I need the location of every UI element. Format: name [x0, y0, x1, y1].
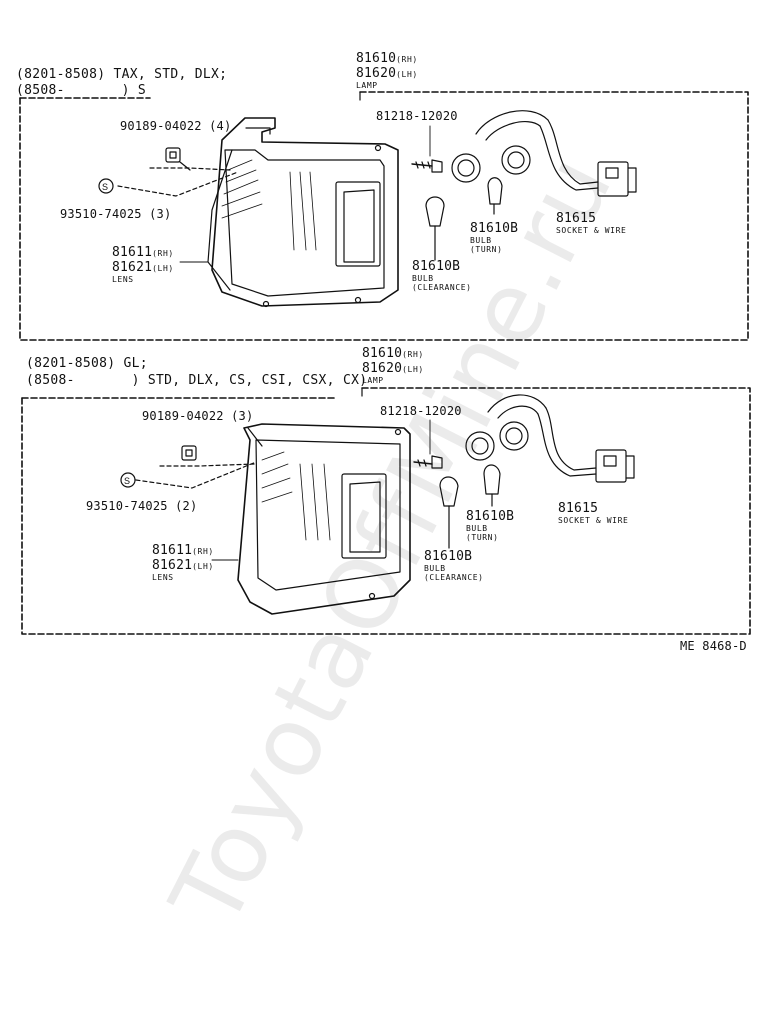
panel-2-lamp-rh-number: 81610 [362, 346, 403, 361]
reference-code: ME 8468-D [680, 639, 747, 653]
panel-1-lamp-lh: 81620(LH) [356, 67, 418, 80]
panel-1-lens-rh-suffix: (RH) [152, 249, 174, 258]
panel-1-screw2-part-number: 93510-74025 (3) [60, 207, 172, 221]
panel-1-lamp-rh: 81610(RH) [356, 52, 418, 65]
panel-2-screw-icon [413, 455, 443, 469]
panel-2-bulb-turn-icon [483, 464, 501, 507]
panel-2-lens-rh: 81611(RH) [152, 544, 214, 557]
panel-1-lens-lh: 81621(LH) [112, 261, 174, 274]
panel-1-frame [19, 91, 749, 341]
panel-1-bulb-clearance-icon [425, 196, 445, 261]
panel-2-lamp-housing [237, 423, 411, 615]
panel-1-bulb-turn-label: BULB [470, 236, 492, 245]
panel-1-header-line-2: (8508- ) S [16, 83, 147, 98]
panel-1-socket-and-wire [451, 110, 637, 197]
panel-1-lens-rh-number: 81611 [112, 245, 153, 260]
panel-1-bulb-turn-sublabel: (TURN) [470, 245, 503, 254]
panel-1-lamp-housing [207, 117, 399, 308]
panel-1-lamp-rh-suffix: (RH) [396, 55, 418, 64]
panel-2-header-line-2: (8508- ) STD, DLX, CS, CSI, CSX, CX) [26, 373, 368, 388]
panel-1-bulb-clearance-label: BULB [412, 274, 434, 283]
panel-2-bulb-turn-sublabel: (TURN) [466, 533, 499, 542]
panel-2-bulb-clearance-label: BULB [424, 564, 446, 573]
panel-2-screw2-part-number: 93510-74025 (2) [86, 499, 198, 513]
panel-2-lens-lh-suffix: (LH) [192, 562, 214, 571]
panel-2-lens-label: LENS [152, 573, 174, 582]
panel-1-s-mark: S [102, 182, 108, 192]
panel-1-lens-lh-number: 81621 [112, 260, 153, 275]
panel-2-lamp-rh: 81610(RH) [362, 347, 424, 360]
panel-2-lens-lh-number: 81621 [152, 558, 193, 573]
panel-1-lens-label: LENS [112, 275, 134, 284]
panel-1-nut-icon [117, 147, 239, 197]
panel-2-bulb-turn-part: 81610B [466, 509, 515, 524]
panel-2-lamp-lh-number: 81620 [362, 361, 403, 376]
panel-2-lamp-lh: 81620(LH) [362, 362, 424, 375]
panel-2-bulb-clearance-sublabel: (CLEARANCE) [424, 573, 484, 582]
panel-2-bulb-turn-label: BULB [466, 524, 488, 533]
panel-1-bulb-clearance-sublabel: (CLEARANCE) [412, 283, 472, 292]
panel-1-lamp-lh-number: 81620 [356, 66, 397, 81]
panel-1-lamp-lh-suffix: (LH) [396, 70, 418, 79]
panel-2-header-line-1: (8201-8508) GL; [26, 356, 148, 371]
panel-1-header-line-1: (8201-8508) TAX, STD, DLX; [16, 67, 228, 82]
panel-2-lamp-rh-suffix: (RH) [402, 350, 424, 359]
panel-1-bulb-turn-icon [487, 177, 503, 215]
panel-2-lamp-lh-suffix: (LH) [402, 365, 424, 374]
panel-2-lamp-label: LAMP [362, 376, 384, 385]
panel-2-nut-icon [135, 445, 257, 489]
panel-2-nut-part-number: 90189-04022 (3) [142, 409, 254, 423]
panel-2-socket-part: 81615 [558, 501, 599, 516]
panel-1-s-circle-icon [98, 178, 114, 194]
panel-1-nut-part-number: 90189-04022 (4) [120, 119, 232, 133]
panel-1-socket-part: 81615 [556, 211, 597, 226]
panel-2-socket-and-wire [465, 394, 635, 483]
panel-1-lens-rh: 81611(RH) [112, 246, 174, 259]
panel-2-socket-label: SOCKET & WIRE [558, 516, 629, 525]
panel-1-bulb-turn-part: 81610B [470, 221, 519, 236]
panel-2-lens-rh-number: 81611 [152, 543, 193, 558]
panel-1-screw-icon [411, 159, 443, 173]
panel-1-lamp-label: LAMP [356, 81, 378, 90]
panel-1-socket-label: SOCKET & WIRE [556, 226, 627, 235]
panel-2-frame [21, 387, 751, 635]
panel-2-screw-part-number: 81218-12020 [380, 404, 462, 418]
panel-1-lamp-rh-number: 81610 [356, 51, 397, 66]
panel-2-s-mark: S [124, 476, 130, 486]
panel-2-s-circle-icon [120, 472, 136, 488]
panel-2-lens-lh: 81621(LH) [152, 559, 214, 572]
panel-1-bulb-clearance-part: 81610B [412, 259, 461, 274]
panel-1-lens-lh-suffix: (LH) [152, 264, 174, 273]
panel-1-screw-part-number: 81218-12020 [376, 109, 458, 123]
panel-2-bulb-clearance-part: 81610B [424, 549, 473, 564]
panel-2-bulb-clearance-icon [439, 476, 459, 549]
panel-2-lens-rh-suffix: (RH) [192, 547, 214, 556]
